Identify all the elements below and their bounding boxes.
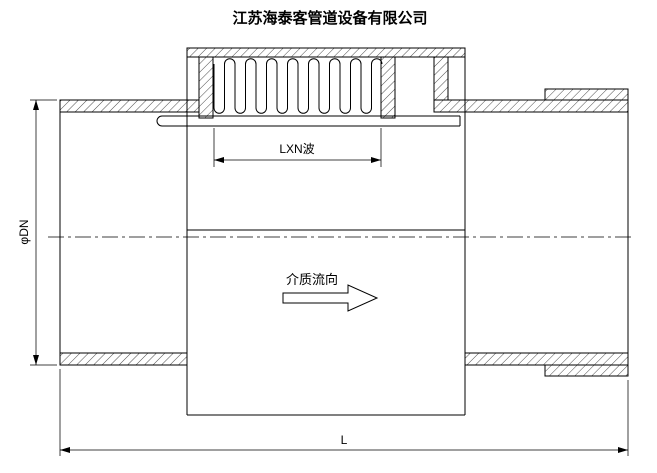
dim-label-diameter: φDN: [17, 219, 31, 244]
dimension-bellows-length: LXN波: [213, 128, 382, 167]
left-pipe-bottom-wall: [59, 352, 188, 366]
dimension-diameter: φDN: [17, 99, 57, 366]
top-cover-plate: [186, 47, 466, 58]
arrowhead-left: [214, 157, 224, 163]
bellows-assembly: [156, 47, 466, 127]
bellows-right-end-plate: [380, 56, 396, 119]
inner-liner: [156, 115, 460, 127]
right-pipe-bottom-wall: [464, 352, 629, 366]
arrowhead-right: [618, 447, 628, 453]
bellows-left-end-plate: [198, 56, 214, 119]
arrowhead-right: [371, 157, 381, 163]
arrowhead-left: [60, 447, 70, 453]
company-title: 江苏海泰客管道设备有限公司: [232, 9, 427, 27]
left-pipe-top-wall: [59, 99, 200, 113]
right-pipe: [433, 88, 629, 377]
right-sleeve-top-wall: [544, 88, 629, 101]
arrowhead-top: [33, 100, 39, 110]
right-sleeve-bottom-wall: [544, 364, 629, 377]
outer-casing: [186, 57, 466, 416]
dimension-overall-length: L: [59, 369, 629, 456]
flow-direction-arrow: [282, 284, 379, 312]
right-pipe-top-wall: [433, 99, 629, 113]
dim-label-bellows-length: LXN波: [279, 142, 314, 156]
dim-label-overall-length: L: [341, 433, 348, 447]
bellows-convolutions: [213, 58, 383, 114]
flow-direction: 介质流向: [282, 272, 379, 312]
right-support-plate: [433, 56, 449, 101]
arrowhead-bottom: [33, 355, 39, 365]
flow-direction-label: 介质流向: [286, 272, 338, 287]
left-pipe: [59, 99, 200, 366]
